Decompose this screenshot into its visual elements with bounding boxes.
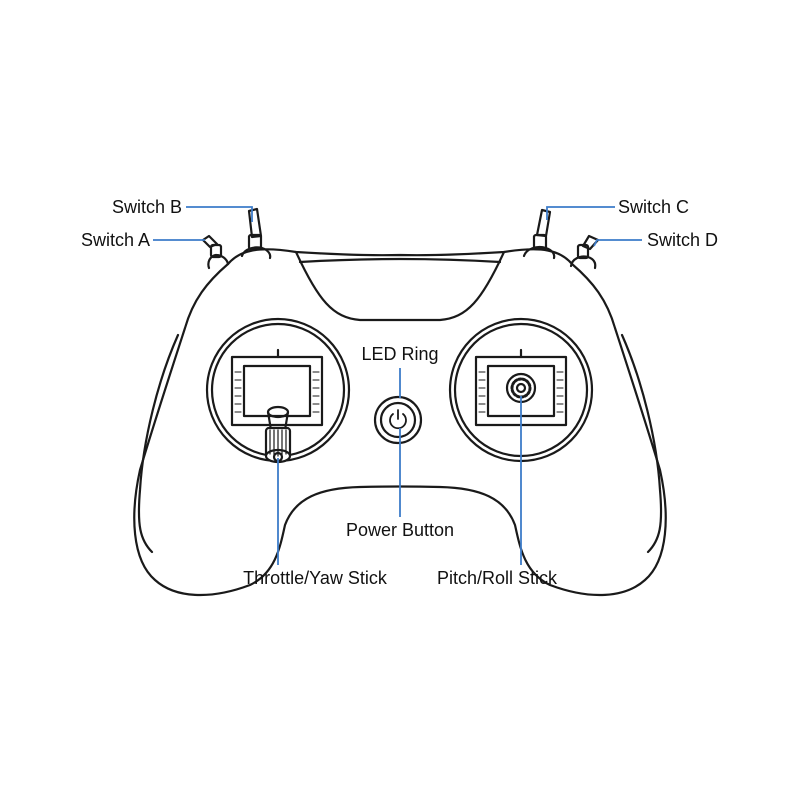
body-outline (133, 248, 667, 597)
leader-switch-d (593, 239, 642, 247)
switch-a-toggle[interactable] (201, 234, 230, 270)
right-grip-line (620, 333, 663, 554)
label-pitch-roll-stick: Pitch/Roll Stick (436, 568, 558, 588)
top-panel-ridge (298, 257, 502, 264)
label-switch-b: Switch B (111, 197, 182, 217)
left-gimbal-frame (230, 355, 324, 427)
label-switch-d: Switch D (647, 230, 719, 250)
leader-lines (153, 206, 642, 565)
label-throttle-yaw-stick: Throttle/Yaw Stick (243, 568, 387, 588)
left-gimbal-center (242, 364, 312, 418)
leader-switch-b (186, 206, 253, 222)
switch-d-toggle[interactable] (569, 234, 600, 270)
label-led-ring: LED Ring (361, 344, 439, 364)
controller-body (133, 248, 667, 597)
leader-switch-c (546, 206, 615, 220)
power-button[interactable] (373, 395, 423, 445)
power-icon (389, 409, 407, 430)
throttle-yaw-stick[interactable] (264, 405, 292, 464)
left-grip-line (137, 333, 180, 554)
top-panel-line (294, 250, 506, 322)
label-switch-a: Switch A (80, 230, 150, 250)
label-power-button: Power Button (345, 520, 455, 540)
label-switch-c: Switch C (618, 197, 690, 217)
led-ring (373, 395, 423, 445)
